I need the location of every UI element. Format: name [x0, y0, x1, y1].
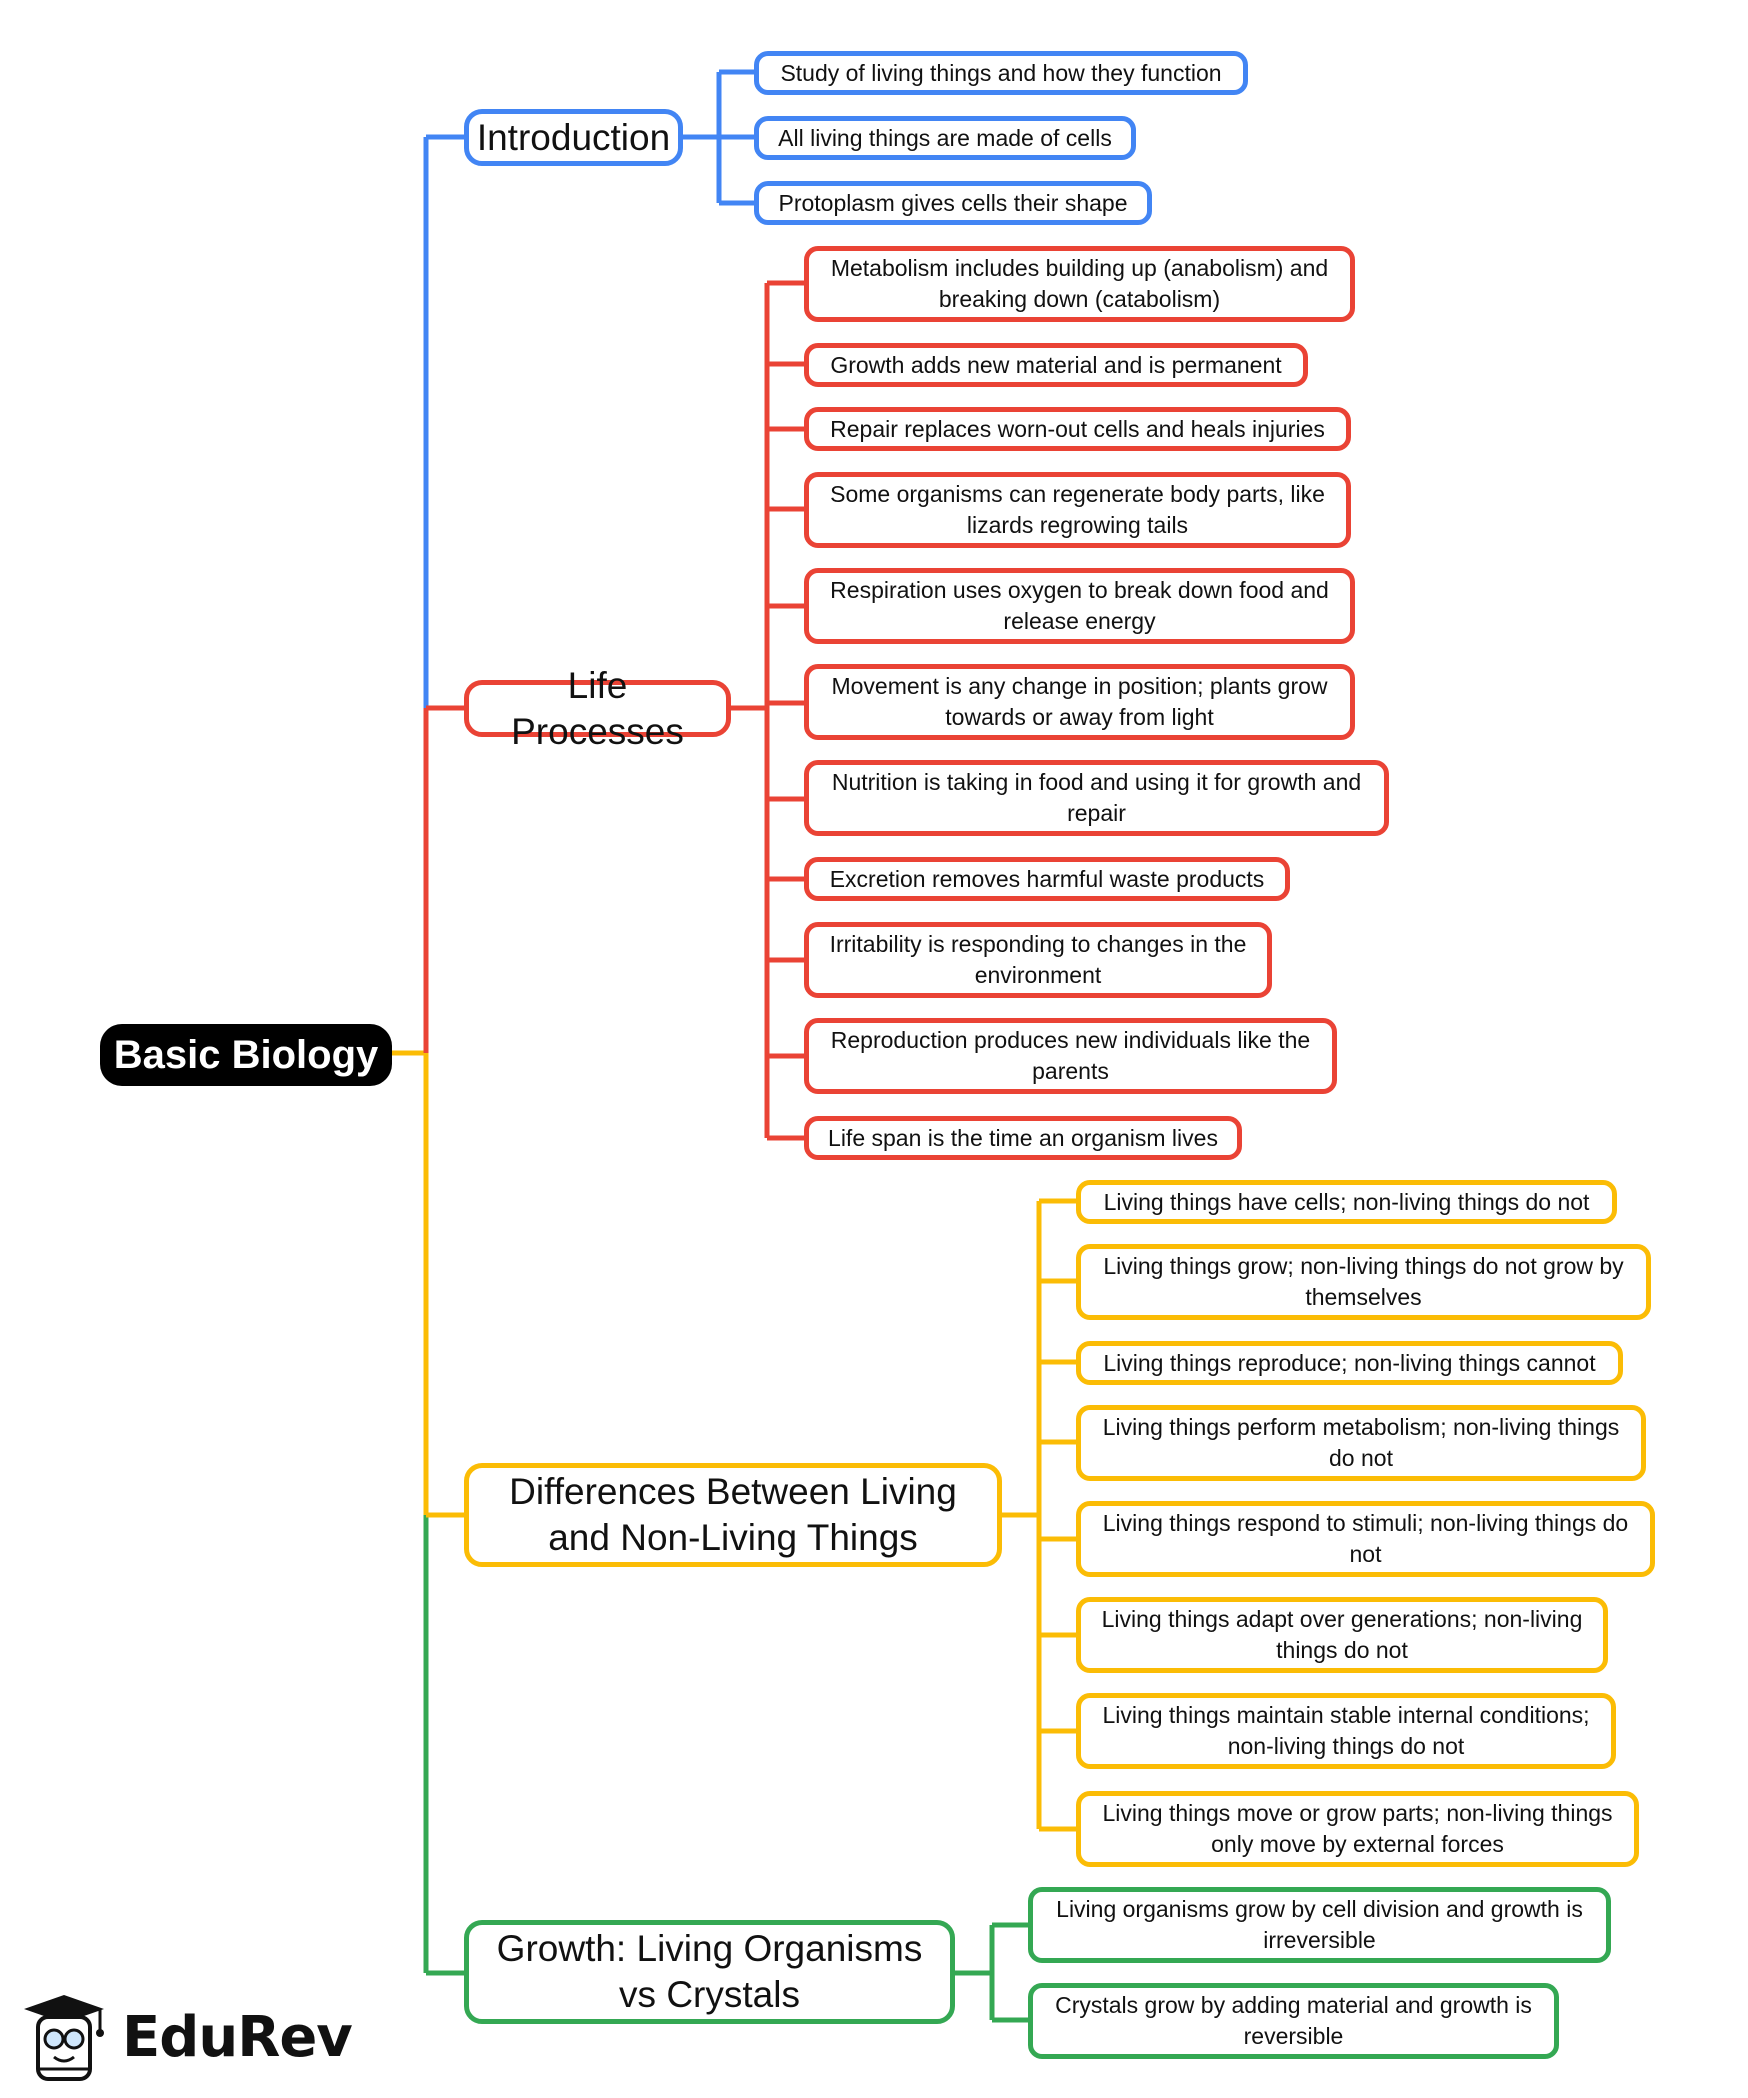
branch-growth: Growth: Living Organisms vs Crystals: [464, 1920, 955, 2024]
difference-item: Living things have cells; non-living thi…: [1076, 1180, 1617, 1224]
life-process-item: Life span is the time an organism lives: [804, 1116, 1242, 1160]
branch-life-processes: Life Processes: [464, 665, 731, 752]
growth-item: Living organisms grow by cell division a…: [1028, 1887, 1611, 1963]
life-process-item: Reproduction produces new individuals li…: [804, 1018, 1337, 1094]
difference-item: Living things adapt over generations; no…: [1076, 1597, 1608, 1673]
difference-item: Living things respond to stimuli; non-li…: [1076, 1501, 1655, 1577]
difference-item: Living things maintain stable internal c…: [1076, 1693, 1616, 1769]
intro-item: All living things are made of cells: [754, 116, 1136, 160]
branch-differences: Differences Between Living and Non-Livin…: [464, 1463, 1002, 1567]
edurev-logo-text: EduRev: [122, 2004, 353, 2070]
intro-item: Study of living things and how they func…: [754, 51, 1248, 95]
life-process-item: Metabolism includes building up (anaboli…: [804, 246, 1355, 322]
difference-item: Living things reproduce; non-living thin…: [1076, 1341, 1623, 1385]
graduation-cap-mascot-icon: [24, 1995, 104, 2081]
life-process-item: Excretion removes harmful waste products: [804, 857, 1290, 901]
life-process-item: Nutrition is taking in food and using it…: [804, 760, 1389, 836]
life-process-item: Movement is any change in position; plan…: [804, 664, 1355, 740]
life-process-item: Respiration uses oxygen to break down fo…: [804, 568, 1355, 644]
life-process-item: Irritability is responding to changes in…: [804, 922, 1272, 998]
difference-item: Living things grow; non-living things do…: [1076, 1244, 1651, 1320]
branch-introduction: Introduction: [464, 109, 683, 166]
edurev-logo: EduRev: [14, 1978, 360, 2096]
life-process-item: Growth adds new material and is permanen…: [804, 343, 1308, 387]
difference-item: Living things perform metabolism; non-li…: [1076, 1405, 1646, 1481]
intro-item: Protoplasm gives cells their shape: [754, 181, 1152, 225]
life-process-item: Some organisms can regenerate body parts…: [804, 472, 1351, 548]
difference-item: Living things move or grow parts; non-li…: [1076, 1791, 1639, 1867]
growth-item: Crystals grow by adding material and gro…: [1028, 1983, 1559, 2059]
root-node: Basic Biology: [100, 1024, 392, 1086]
life-process-item: Repair replaces worn-out cells and heals…: [804, 407, 1351, 451]
